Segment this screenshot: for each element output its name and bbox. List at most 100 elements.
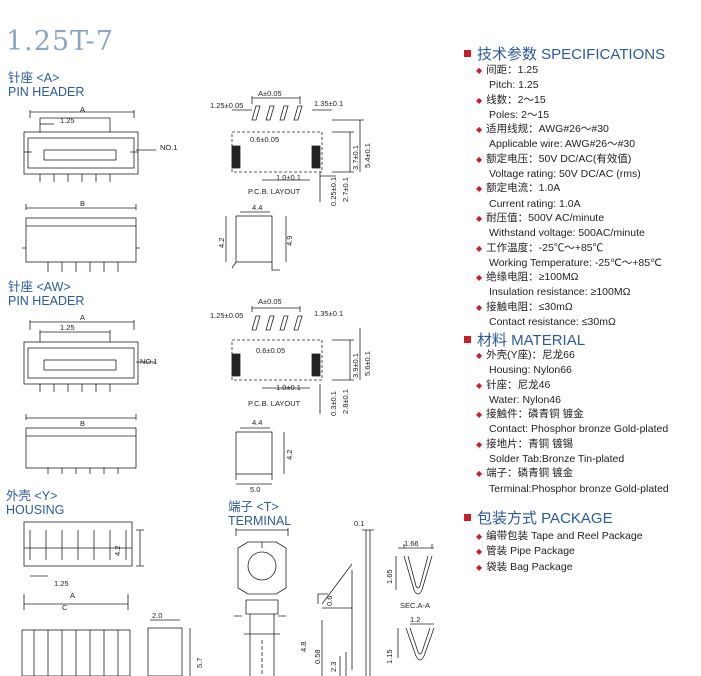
specs-item-en: Contact resistance: ≤30mΩ <box>489 316 616 329</box>
dim-p115-label: 1.15 <box>385 649 394 664</box>
pin-header-aw-label: 针座 <AW> PIN HEADER <box>8 280 84 308</box>
dim-a-label: A <box>80 105 85 114</box>
material-item-cn: 外壳(Y座)：尼龙66 <box>486 349 575 361</box>
pcb-layout-aw-label: P.C.B. LAYOUT <box>248 399 301 408</box>
terminal-en: TERMINAL <box>228 514 292 528</box>
dim-p10-01-label: 1.0±0.1 <box>276 173 301 182</box>
diamond-bullet-icon: ◆ <box>476 351 483 360</box>
section-a-a-drawing <box>395 544 435 661</box>
dim-p025-01-label: 0.25±0.1 <box>329 177 338 206</box>
dim-p23-label: 2.3 <box>329 662 338 672</box>
terminal-drawing <box>234 528 374 676</box>
dim-p135-01-label: 1.35±0.1 <box>314 99 343 108</box>
diamond-bullet-icon: ◆ <box>476 547 483 557</box>
material-item-en: Housing: Nylon66 <box>489 364 572 377</box>
dim-p44-a-label: 4.4 <box>252 203 262 212</box>
dim-p42-a-label: 4.2 <box>217 238 226 248</box>
dim-p165-label: 1.65 <box>385 569 394 584</box>
dim-p50-label: 5.0 <box>250 485 260 494</box>
specs-item-cn: 接触电阻：≤30mΩ <box>486 300 573 313</box>
specs-item-0: ◆间距：1.25 <box>476 63 662 78</box>
specs-item-cn: 绝缘电阻：≥100MΩ <box>486 271 579 284</box>
dim-a-aw-label: A <box>80 313 85 322</box>
specs-item-cn: 适用线规：AWG#26～#30 <box>486 123 609 136</box>
dim-p166-label: 1.66 <box>404 539 419 548</box>
pin-header-aw-en: PIN HEADER <box>8 294 85 308</box>
dim-no1-aw-label: NO.1 <box>140 357 158 366</box>
diamond-bullet-icon: ◆ <box>476 125 483 135</box>
dim-p125-005-aw-label: 1.25±0.05 <box>210 311 243 320</box>
dim-p42-aw-label: 4.2 <box>285 450 294 460</box>
terminal-cn: 端子 <T> <box>228 500 279 514</box>
specs-item-7: ◆绝缘电阻：≥100MΩ <box>476 270 662 285</box>
pin-header-aw-cn: 针座 <AW> <box>8 280 71 294</box>
diamond-bullet-icon: ◆ <box>476 469 483 479</box>
material-item-2: ◆接触件：磷青铜 镀金 <box>476 407 669 422</box>
dim-p06-005-aw-label: 0.6±0.05 <box>256 346 285 355</box>
material-item-cn: 接触件：磷青铜 镀金 <box>486 408 584 421</box>
dim-a005-label: A±0.05 <box>258 89 282 98</box>
specs-item-cn: 额定电压：50V DC/AC(有效值) <box>486 152 632 165</box>
housing-en: HOUSING <box>6 503 65 517</box>
dim-p01-label: 0.1 <box>354 519 364 528</box>
specs-item-en: Voltage rating: 50V DC/AC (rms) <box>489 168 641 181</box>
diamond-bullet-icon: ◆ <box>476 380 483 390</box>
specs-item-cn: 线数：2～15 <box>486 93 546 106</box>
pin-header-a-front-drawing <box>23 110 156 182</box>
specs-item-en: Withstand voltage: 500AC/minute <box>489 227 645 240</box>
diamond-bullet-icon: ◆ <box>476 302 483 312</box>
diamond-bullet-icon: ◆ <box>476 184 483 194</box>
specs-item-1: ◆线数：2～15 <box>476 93 662 108</box>
diamond-bullet-icon: ◆ <box>476 273 483 283</box>
dim-p49-label: 4.9 <box>285 236 294 246</box>
specs-item-cn: 间距：1.25 <box>486 64 539 76</box>
material-item-cn: 针座：尼龙46 <box>486 378 551 391</box>
material-item-cn: 接地片：青铜 镀锡 <box>486 437 574 450</box>
specs-item-cn: 额定电流：1.0A <box>486 182 561 195</box>
dim-p48-label: 4.8 <box>299 642 308 652</box>
specs-item-en: Pitch: 1.25 <box>489 79 539 92</box>
dim-p10-01-aw-label: 1.0±0.1 <box>276 383 301 392</box>
pcb-layout-a-drawing <box>231 96 364 202</box>
dim-p06-005-label: 0.6±0.05 <box>250 135 279 144</box>
bullet-square-icon <box>464 50 471 57</box>
pin-header-a-label: 针座 <A> PIN HEADER <box>8 71 84 99</box>
diamond-bullet-icon: ◆ <box>476 66 483 75</box>
specs-item-3: ◆额定电压：50V DC/AC(有效值) <box>476 152 662 167</box>
housing-drawing <box>21 521 191 676</box>
specs-item-en: Applicable wire: AWG#26～#30 <box>489 138 636 151</box>
diamond-bullet-icon: ◆ <box>476 562 483 572</box>
dim-p44-aw-label: 4.4 <box>252 418 262 427</box>
dim-p20-label: 2.0 <box>152 611 162 620</box>
dim-p03-01-label: 0.3±0.1 <box>329 391 338 416</box>
material-item-en: Solder Tab:Bronze Tin-plated <box>489 453 625 466</box>
dim-p42-housing-label: 4.2 <box>113 546 122 556</box>
diamond-bullet-icon: ◆ <box>476 154 483 164</box>
dim-c-housing-label: C <box>62 603 68 612</box>
dim-p058-label: 0.58 <box>313 649 322 664</box>
package-item-2: ◆袋装 Bag Package <box>476 560 643 575</box>
material-heading-text: 材料 MATERIAL <box>477 332 586 349</box>
package-heading: 包装方式 PACKAGE <box>464 507 613 528</box>
package-item-cn: 袋装 Bag Package <box>486 560 573 573</box>
diamond-bullet-icon: ◆ <box>476 243 483 253</box>
package-item-cn: 编带包装 Tape and Reel Package <box>486 530 643 542</box>
dim-a005-aw-label: A±0.05 <box>258 297 282 306</box>
housing-cn: 外壳 <Y> <box>6 489 58 503</box>
dim-p12-label: 1.2 <box>410 615 420 624</box>
page-title: 1.25T-7 <box>6 26 114 57</box>
dim-p56-01-label: 5.6±0.1 <box>363 351 372 376</box>
dim-p39-01-label: 3.9±0.1 <box>351 353 360 378</box>
dim-p06-label: 0.6 <box>325 596 334 606</box>
dim-no1-label: NO.1 <box>160 143 178 152</box>
material-item-1: ◆针座：尼龙46 <box>476 378 669 393</box>
specs-item-cn: 工作温度：-25℃～+85℃ <box>486 241 604 254</box>
dim-p27-01-label: 2.7±0.1 <box>341 177 350 202</box>
diamond-bullet-icon: ◆ <box>476 95 483 105</box>
diamond-bullet-icon: ◆ <box>476 410 483 420</box>
pcb-layout-a-label: P.C.B. LAYOUT <box>248 187 301 196</box>
pcb-layout-aw-drawing <box>231 306 361 414</box>
pin-header-aw-front-drawing <box>23 320 156 392</box>
material-item-en: Contact: Phosphor bronze Gold-plated <box>489 423 669 436</box>
diamond-bullet-icon: ◆ <box>476 439 483 449</box>
